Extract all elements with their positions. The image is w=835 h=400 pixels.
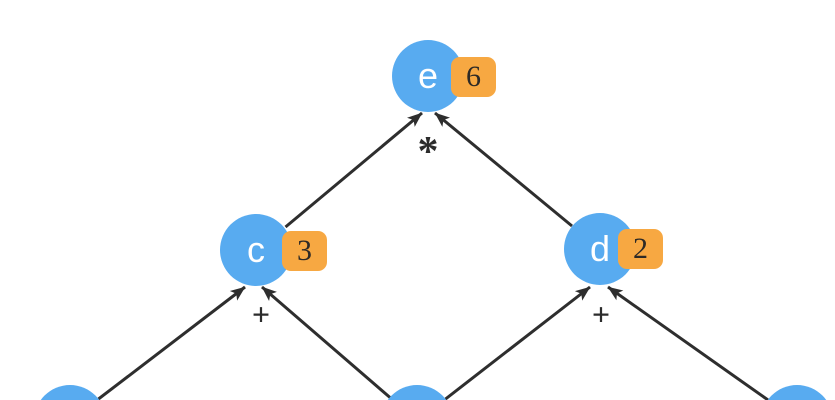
node-c: c — [220, 214, 292, 286]
add-operator-label-d: + — [591, 296, 611, 332]
node-c-value-badge: 3 — [282, 231, 327, 271]
edge-input-middle-to-c — [261, 285, 391, 399]
edge-input-right-to-d — [607, 285, 769, 400]
edge-input-middle-to-d — [444, 285, 591, 400]
node-d-label: d — [589, 228, 611, 269]
node-e-label: e — [417, 55, 439, 96]
node-d-value: 2 — [633, 232, 648, 265]
add-operator-label-c: + — [251, 296, 271, 332]
node-e-value-badge: 6 — [451, 57, 496, 97]
multiply-operator-label: * — [417, 129, 439, 175]
node-e-value: 6 — [466, 60, 481, 93]
edge-c-to-e — [284, 111, 423, 229]
edge-d-to-e — [434, 111, 573, 228]
node-c-label: c — [247, 229, 265, 270]
edge-input-left-to-c — [97, 285, 246, 400]
node-c-value: 3 — [297, 234, 312, 267]
node-d-value-badge: 2 — [618, 229, 663, 269]
